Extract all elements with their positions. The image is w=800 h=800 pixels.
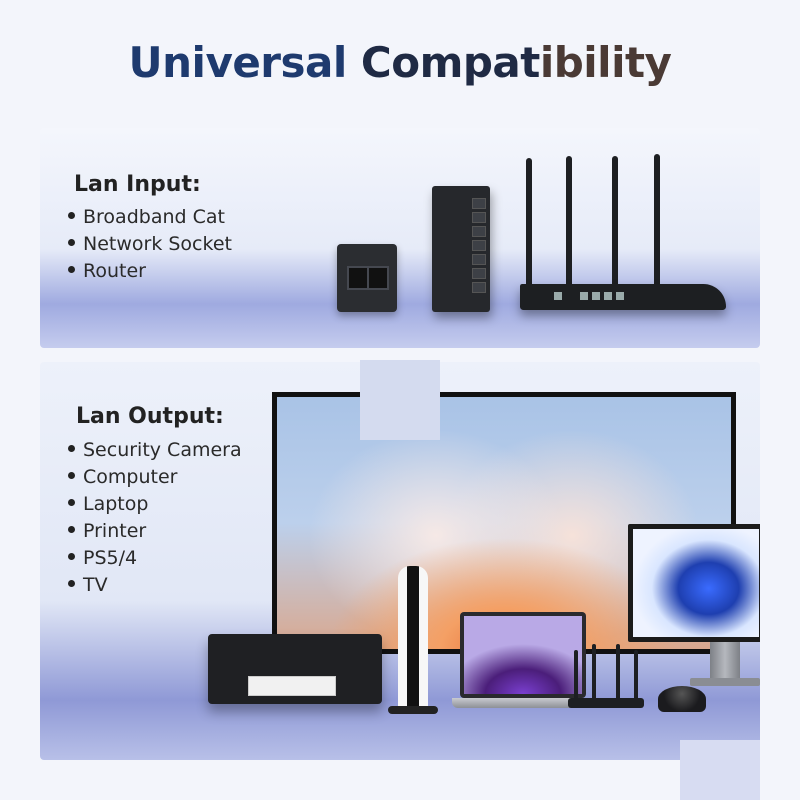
mini-router-antenna bbox=[634, 650, 638, 700]
list-item: Security Camera bbox=[68, 437, 242, 464]
bullet-icon bbox=[68, 499, 75, 506]
page-title: Universal Compatibility bbox=[0, 38, 800, 87]
title-universal: Universal bbox=[128, 38, 348, 87]
bullet-icon bbox=[68, 580, 75, 587]
lan-input-list: Broadband Cat Network Socket Router bbox=[68, 204, 232, 285]
mini-router-antenna bbox=[574, 650, 578, 700]
list-item: Network Socket bbox=[68, 231, 232, 258]
list-item-label: Broadband Cat bbox=[83, 206, 225, 228]
lan-input-panel: Lan Input: Broadband Cat Network Socket … bbox=[40, 128, 760, 348]
network-socket-image bbox=[337, 244, 397, 312]
router-antenna bbox=[566, 156, 572, 288]
security-camera-image bbox=[658, 686, 706, 712]
bullet-icon bbox=[68, 526, 75, 533]
decorative-corner bbox=[680, 740, 760, 800]
computer-image bbox=[628, 524, 760, 642]
list-item: TV bbox=[68, 572, 242, 599]
bullet-icon bbox=[68, 472, 75, 479]
bullet-icon bbox=[68, 445, 75, 452]
list-item-label: Security Camera bbox=[83, 439, 242, 461]
list-item-label: Router bbox=[83, 260, 146, 282]
list-item: Printer bbox=[68, 518, 242, 545]
lan-input-title: Lan Input: bbox=[74, 172, 201, 197]
ps5-image bbox=[398, 566, 428, 710]
lan-output-list: Security Camera Computer Laptop Printer … bbox=[68, 437, 242, 599]
title-ibility: ibility bbox=[539, 38, 672, 87]
list-item-label: Printer bbox=[83, 520, 147, 542]
list-item: Computer bbox=[68, 464, 242, 491]
bullet-icon bbox=[68, 266, 75, 273]
list-item: Laptop bbox=[68, 491, 242, 518]
title-compat: Compat bbox=[360, 38, 540, 87]
router-antenna bbox=[526, 158, 532, 288]
printer-image bbox=[208, 634, 382, 704]
router-antenna bbox=[654, 154, 660, 288]
list-item: PS5/4 bbox=[68, 545, 242, 572]
router-antenna bbox=[612, 156, 618, 288]
lan-output-title: Lan Output: bbox=[76, 404, 224, 429]
mini-router-image bbox=[568, 698, 644, 708]
list-item-label: TV bbox=[83, 574, 108, 596]
bullet-icon bbox=[68, 553, 75, 560]
bullet-icon bbox=[68, 239, 75, 246]
list-item: Router bbox=[68, 258, 232, 285]
list-item: Broadband Cat bbox=[68, 204, 232, 231]
bullet-icon bbox=[68, 212, 75, 219]
list-item-label: Laptop bbox=[83, 493, 149, 515]
laptop-base bbox=[452, 698, 594, 708]
laptop-image bbox=[460, 612, 586, 698]
monitor-base bbox=[690, 678, 760, 686]
ps5-base bbox=[388, 706, 438, 714]
list-item-label: Network Socket bbox=[83, 233, 232, 255]
mini-router-antenna bbox=[616, 644, 620, 700]
decorative-tab bbox=[360, 360, 440, 440]
monitor-neck bbox=[710, 642, 740, 682]
broadband-switch-image bbox=[432, 186, 490, 312]
list-item-label: PS5/4 bbox=[83, 547, 138, 569]
router-image bbox=[520, 284, 726, 310]
list-item-label: Computer bbox=[83, 466, 178, 488]
mini-router-antenna bbox=[592, 644, 596, 700]
